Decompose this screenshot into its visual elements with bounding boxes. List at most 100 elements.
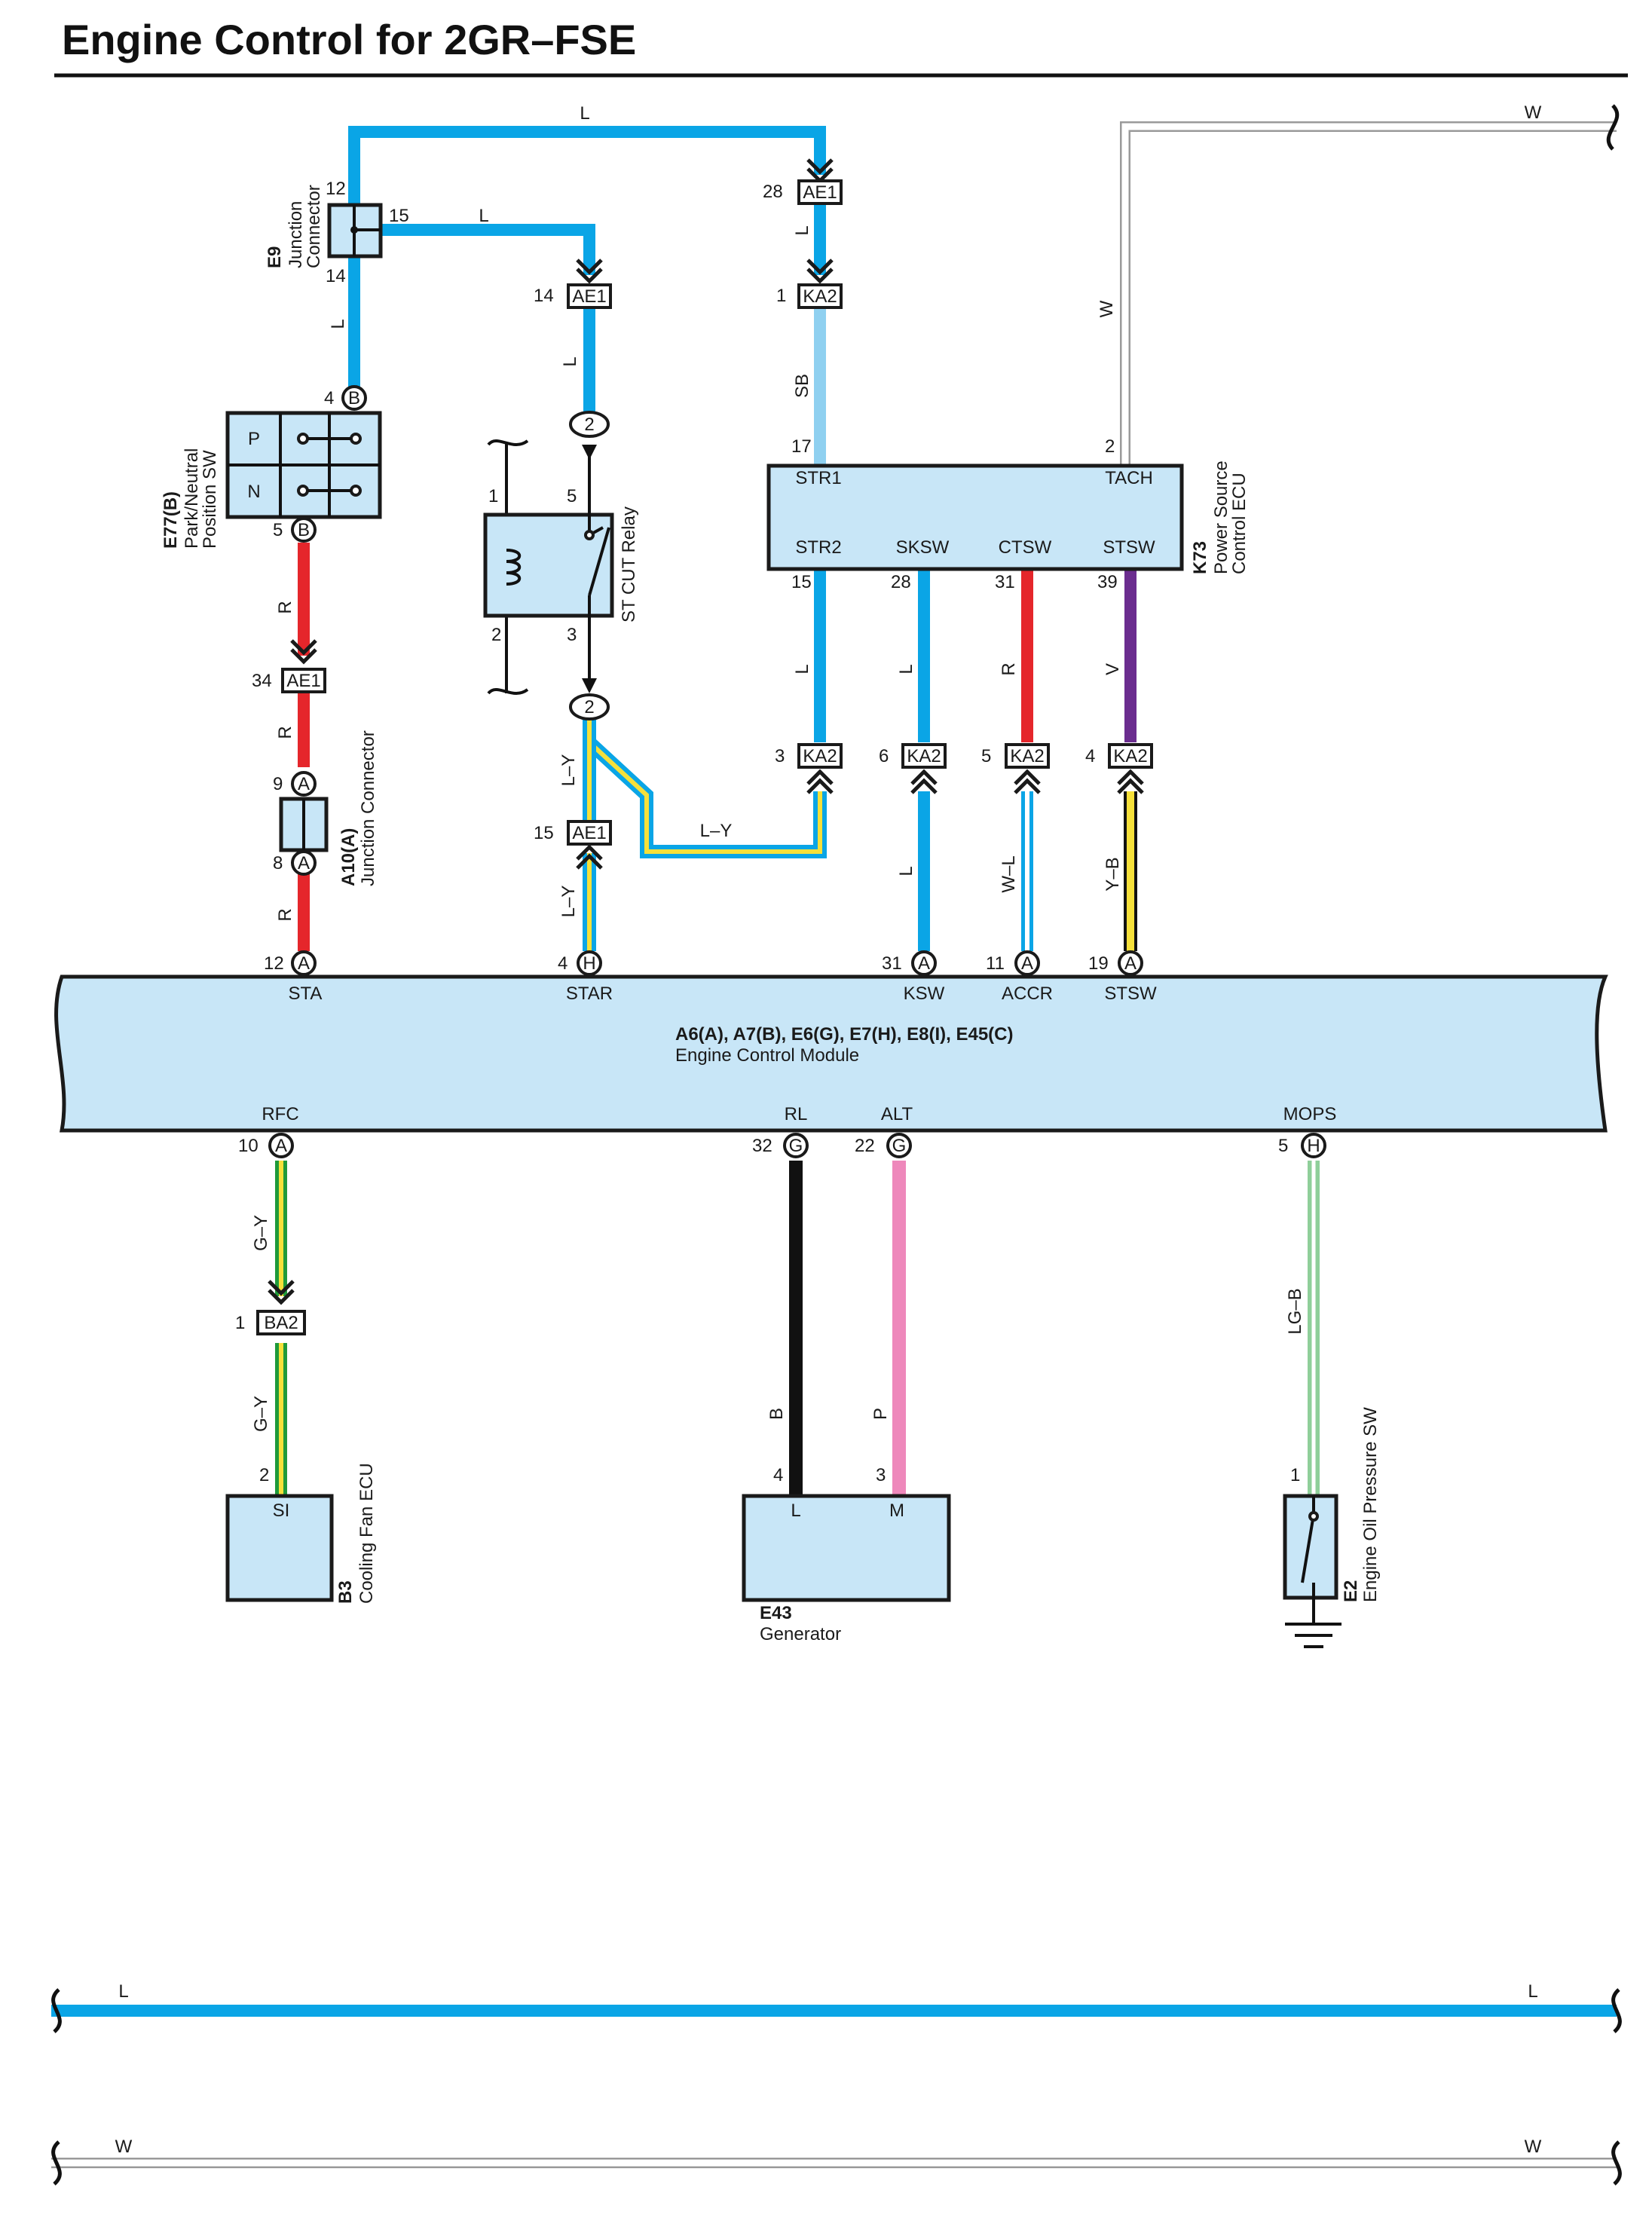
pin-ecm-32: 32: [752, 1136, 772, 1156]
svg-text:A: A: [298, 774, 310, 794]
connector-label: AE1: [803, 182, 837, 203]
pin-ba2-1: 1: [235, 1313, 245, 1333]
svg-text:G: G: [789, 1136, 803, 1156]
pin-circle-a10-9: A: [291, 771, 317, 797]
e77-name1: Park/Neutral: [182, 448, 202, 549]
connector-ae1-28: AE1: [797, 158, 843, 205]
svg-text:A: A: [298, 953, 310, 974]
svg-text:G: G: [892, 1136, 907, 1156]
pin-ae1-14: 14: [534, 286, 554, 306]
k73-name2: Control ECU: [1229, 473, 1250, 574]
svg-text:A: A: [918, 953, 930, 974]
connector-label: KA2: [803, 746, 837, 766]
pin-ae1-28: 28: [763, 182, 783, 202]
pin-circle-ecm-rfc: A: [268, 1133, 294, 1158]
wire-label-bottom-l-right: L: [1528, 1981, 1537, 2002]
a10-name: Junction Connector: [358, 730, 378, 886]
pin-relay-2: 2: [491, 625, 501, 645]
k73-tach: TACH: [1105, 468, 1153, 488]
pin-e2-1: 1: [1290, 1465, 1300, 1485]
pin-relay-3: 3: [567, 625, 577, 645]
ecm-accr: ACCR: [1002, 983, 1053, 1004]
pin-circle-e77-b-top: B: [341, 385, 367, 411]
wire-label-r3: R: [275, 908, 295, 921]
wire-label-ly1: L–Y: [558, 754, 579, 787]
connector-ka2-5: KA2: [1005, 743, 1050, 794]
svg-text:2: 2: [584, 697, 594, 717]
wire-label-stsw-yb: Y–B: [1103, 857, 1123, 891]
connector-ae1-14: AE1: [567, 258, 612, 309]
e77-code: E77(B): [161, 491, 181, 549]
pin-circle-ecm-rl: G: [783, 1133, 809, 1158]
wire-label-bottom-w-right: W: [1525, 2137, 1542, 2157]
k73-ctsw: CTSW: [999, 537, 1052, 558]
pin-ecm-22: 22: [855, 1136, 875, 1156]
pin-k73-17: 17: [791, 436, 812, 457]
pin-ecm-5: 5: [1278, 1136, 1288, 1156]
connector-ka2-1: KA2: [797, 258, 843, 309]
pin-relay-5: 5: [567, 486, 577, 506]
k73-code: K73: [1190, 541, 1210, 574]
pin-a10-8: 8: [273, 853, 283, 873]
pin-oval-relay-top: 2: [569, 411, 610, 438]
wire-label-relay-top-l: L: [560, 356, 580, 366]
connector-ae1-34: AE1: [281, 639, 326, 693]
wire-label-top-w: W: [1525, 102, 1542, 123]
wire-label-ae1-ka2-l: L: [792, 225, 812, 235]
pin-ecm-4: 4: [558, 953, 567, 974]
e2-oil-pressure-sw: [1283, 1494, 1341, 1648]
page-title: Engine Control for 2GR–FSE: [62, 16, 636, 63]
wire-label-gy1: G–Y: [251, 1215, 271, 1251]
pin-circle-ecm-star: H: [577, 950, 602, 976]
k73-str1: STR1: [795, 468, 841, 488]
pin-circle-ecm-alt: G: [886, 1133, 912, 1158]
e43-m: M: [889, 1500, 904, 1521]
pin-circle-ecm-stsw: A: [1118, 950, 1143, 976]
k73-sksw: SKSW: [896, 537, 950, 558]
pin-circle-e77-b-bot: B: [291, 517, 317, 543]
pin-ae1-15: 15: [534, 823, 554, 843]
pin-b3-2: 2: [259, 1465, 269, 1485]
e9-code: E9: [265, 246, 285, 268]
wire-label-ly3: L–Y: [558, 886, 579, 918]
pin-ecm-19: 19: [1088, 953, 1109, 974]
wire-label-accr-wl: W–L: [999, 855, 1019, 892]
pin-e43-4: 4: [773, 1465, 783, 1485]
e2-name: Engine Oil Pressure SW: [1360, 1407, 1381, 1602]
wire-label-p: P: [870, 1408, 891, 1420]
wire-label-ksw-l: L: [896, 866, 916, 876]
pin-ka2-3: 3: [775, 746, 785, 766]
connector-ae1-15: AE1: [567, 820, 612, 870]
a10-code: A10(A): [338, 828, 359, 886]
pin-ecm-10: 10: [238, 1136, 259, 1156]
pin-circle-ecm-sta: A: [291, 950, 317, 976]
pin-e9-12: 12: [326, 179, 346, 199]
pin-circle-ecm-mops: H: [1301, 1133, 1326, 1158]
ecm-alt: ALT: [881, 1104, 913, 1124]
ecm-sta: STA: [289, 983, 323, 1004]
ecm-name: Engine Control Module: [675, 1045, 859, 1066]
pin-e77-5: 5: [273, 520, 283, 540]
wire-label-ly2: L–Y: [700, 821, 733, 841]
engine-control-module: [54, 974, 1608, 1133]
wire-label-r2: R: [275, 726, 295, 739]
e43-generator: [742, 1494, 951, 1602]
connector-label: KA2: [1113, 746, 1147, 766]
ecm-codes: A6(A), A7(B), E6(G), E7(H), E8(I), E45(C…: [675, 1024, 1014, 1045]
connector-ba2-1: BA2: [256, 1280, 306, 1335]
k73-power-source-ecu: [766, 463, 1184, 571]
k73-stsw: STSW: [1103, 537, 1155, 558]
wire-w-top: [1120, 121, 1617, 466]
svg-text:B: B: [348, 388, 360, 408]
svg-text:A: A: [1124, 953, 1137, 974]
pin-ka2-4: 4: [1085, 746, 1095, 766]
e77-p-label: P: [248, 429, 260, 449]
svg-text:H: H: [583, 953, 595, 974]
pin-k73-2: 2: [1105, 436, 1115, 457]
svg-text:H: H: [1307, 1136, 1320, 1156]
wire-l-top: [348, 126, 826, 240]
pin-e9-14: 14: [326, 266, 346, 286]
connector-ka2-3: KA2: [797, 743, 843, 794]
connector-label: AE1: [572, 823, 606, 843]
